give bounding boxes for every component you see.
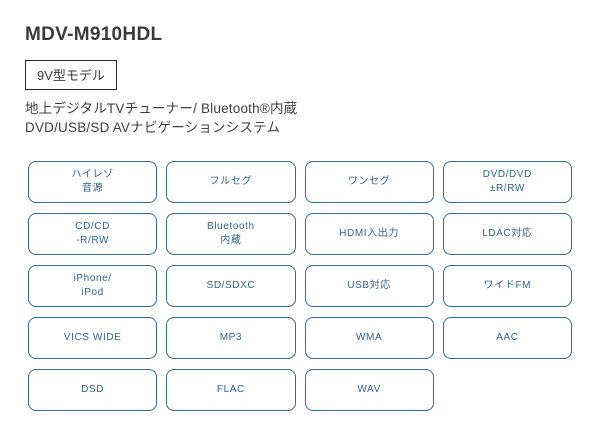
- feature-badge-label: ハイレゾ: [71, 168, 114, 180]
- feature-badge: ハイレゾ音源: [28, 161, 158, 204]
- description-line-2: DVD/USB/SD AVナビゲーションシステム: [25, 119, 281, 135]
- feature-badge-label: WMA: [356, 331, 383, 343]
- feature-badge-label: CD/CD: [75, 220, 110, 232]
- feature-badge-label: フルセグ: [209, 175, 253, 187]
- feature-badge: AAC: [442, 317, 572, 360]
- description-line-1: 地上デジタルTVチューナー/ Bluetooth®内蔵: [25, 100, 298, 116]
- feature-badge: MP3: [166, 317, 296, 360]
- feature-badge-label: Bluetooth: [207, 220, 255, 232]
- feature-badge: USB対応: [304, 265, 434, 308]
- feature-badge: VICS WIDE: [28, 317, 158, 360]
- feature-badge-label: HDMI入出力: [339, 227, 399, 239]
- feature-badge-label: AAC: [496, 331, 519, 343]
- product-description: 地上デジタルTVチューナー/ Bluetooth®内蔵 DVD/USB/SD A…: [25, 99, 572, 137]
- feature-badge-label: DVD/DVD: [482, 168, 532, 180]
- feature-badge: LDAC対応: [442, 213, 572, 256]
- feature-badge-label: ±R/RW: [489, 183, 525, 195]
- feature-badge-label: ワイドFM: [483, 279, 532, 291]
- feature-badge: フルセグ: [166, 161, 296, 204]
- feature-badge-label: iPod: [81, 287, 104, 299]
- feature-badge-label: LDAC対応: [482, 227, 533, 239]
- feature-badge-label: FLAC: [216, 383, 245, 395]
- model-size-badge: 9V型モデル: [25, 59, 117, 90]
- feature-badge-label: DSD: [81, 383, 105, 395]
- features-grid: ハイレゾ音源 フルセグ ワンセグ DVD/DVD ±R/RW CD/CD -R/RW Blue…: [28, 161, 572, 412]
- feature-badge: DVD/DVD ±R/RW: [442, 161, 572, 204]
- feature-badge-label: -R/RW: [76, 235, 110, 247]
- feature-badge-label: MP3: [219, 331, 243, 343]
- feature-badge: DSD: [28, 369, 158, 412]
- feature-badge-label: 音源: [82, 183, 104, 195]
- feature-badge-label: VICS WIDE: [63, 331, 122, 343]
- feature-badge: SD/SDXC: [166, 265, 296, 308]
- feature-badge-label: USB対応: [347, 279, 391, 291]
- feature-badge: CD/CD -R/RW: [28, 213, 158, 256]
- feature-badge: HDMI入出力: [304, 213, 434, 256]
- feature-badge: WAV: [304, 369, 434, 412]
- feature-badge: ワンセグ: [304, 161, 434, 204]
- feature-badge: iPhone/iPod: [28, 265, 158, 308]
- feature-badge: ワイドFM: [442, 265, 572, 308]
- feature-badge-label: WAV: [357, 383, 381, 395]
- feature-badge: WMA: [304, 317, 434, 360]
- feature-badge-label: ワンセグ: [347, 175, 391, 187]
- feature-badge: FLAC: [166, 369, 296, 412]
- feature-badge-label: iPhone/: [73, 272, 112, 284]
- feature-badge-label: SD/SDXC: [206, 279, 256, 291]
- feature-badge-label: 内蔵: [220, 235, 242, 247]
- feature-badge: Bluetooth 内蔵: [166, 213, 296, 256]
- page-title: MDV-M910HDL: [25, 24, 163, 45]
